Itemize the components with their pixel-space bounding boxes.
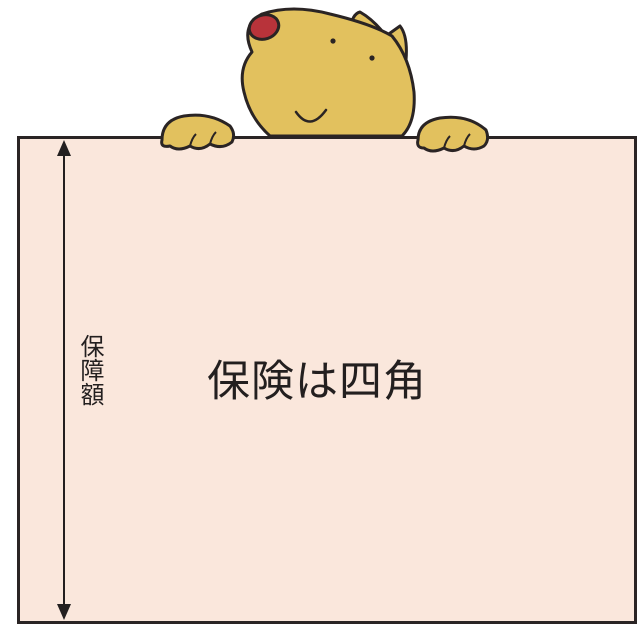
arrow-head-down xyxy=(57,604,71,620)
main-label: 保険は四角 xyxy=(207,357,427,407)
dog-nose xyxy=(247,13,281,41)
dog-paw-left-toes xyxy=(189,131,217,147)
insurance-square-board xyxy=(17,136,637,624)
dog-paw-right-toes xyxy=(443,133,471,149)
dog-head xyxy=(240,7,416,138)
coverage-amount-label: 保障額 xyxy=(75,334,107,406)
arrow-head-up xyxy=(57,140,71,156)
dog-eye-left xyxy=(330,38,336,44)
dog-mouth xyxy=(294,108,328,123)
dog-paw-left xyxy=(160,113,236,151)
dog-eye-right xyxy=(369,55,375,61)
dog-paw-right xyxy=(416,115,490,153)
